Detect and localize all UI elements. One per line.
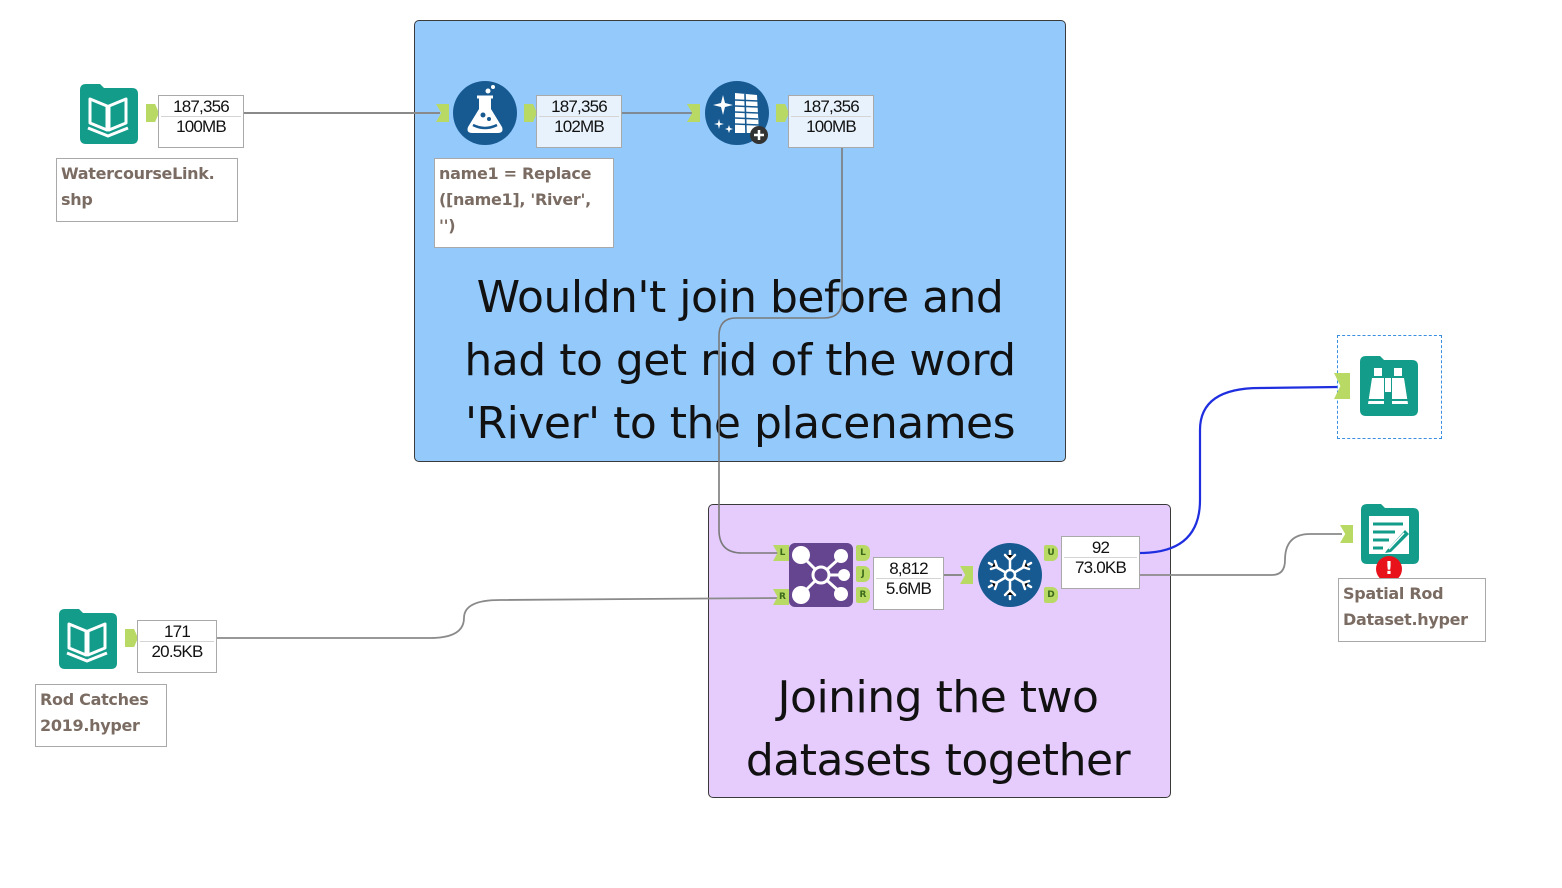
join-input-anchor-left[interactable]: L [773,545,789,561]
tool-annotation-formula: name1 = Replace ([name1], 'River', '') [434,158,614,248]
join-input-anchor-right[interactable]: R [773,589,789,605]
output-anchor[interactable] [524,104,537,122]
select-tool[interactable] [705,81,769,145]
binoculars-icon [1360,356,1418,416]
error-icon[interactable]: ! [1376,556,1402,582]
book-icon [59,609,117,669]
selection-box [1337,335,1442,439]
input-anchor[interactable] [1340,525,1353,543]
join-output-anchor-joined[interactable]: J [856,566,870,582]
book-icon [80,84,138,144]
join-icon [789,543,853,607]
input-anchor[interactable] [436,104,449,122]
tool-annotation-spatial-rod: Spatial Rod Dataset.hyper [1338,578,1486,642]
join-tool[interactable] [789,543,853,607]
select-table-icon [705,81,769,145]
join-output-anchor-right[interactable]: R [856,587,870,603]
input-data-tool-watercourse[interactable] [76,82,140,146]
output-anchor[interactable] [146,104,159,122]
tool-annotation-rod-catches: Rod Catches 2019.hyper [35,684,167,747]
input-anchor[interactable] [960,566,973,584]
browse-tool[interactable] [1356,354,1420,418]
input-anchor[interactable] [1334,373,1350,399]
output-data-tool-spatial-rod[interactable] [1357,502,1421,566]
output-doc-icon [1361,504,1419,564]
duplicate-output-anchor[interactable]: D [1044,587,1058,603]
comment-text-joining[interactable]: Joining the two datasets together [745,672,1131,786]
output-anchor[interactable] [776,104,789,122]
unique-output-anchor[interactable]: U [1044,545,1058,561]
formula-tool[interactable] [453,81,517,145]
unique-tool[interactable] [978,543,1042,607]
flask-icon [453,81,517,145]
input-anchor[interactable] [687,104,700,122]
input-data-tool-rod-catches[interactable] [55,607,119,671]
wire-rod-to-join-right [215,597,780,639]
output-anchor[interactable] [125,629,138,647]
tool-annotation-watercourse: WatercourseLink. shp [56,158,238,222]
comment-text-replace-river[interactable]: Wouldn't join before and had to get rid … [464,272,1016,449]
snowflake-icon [978,543,1042,607]
join-output-anchor-left[interactable]: L [856,545,870,561]
